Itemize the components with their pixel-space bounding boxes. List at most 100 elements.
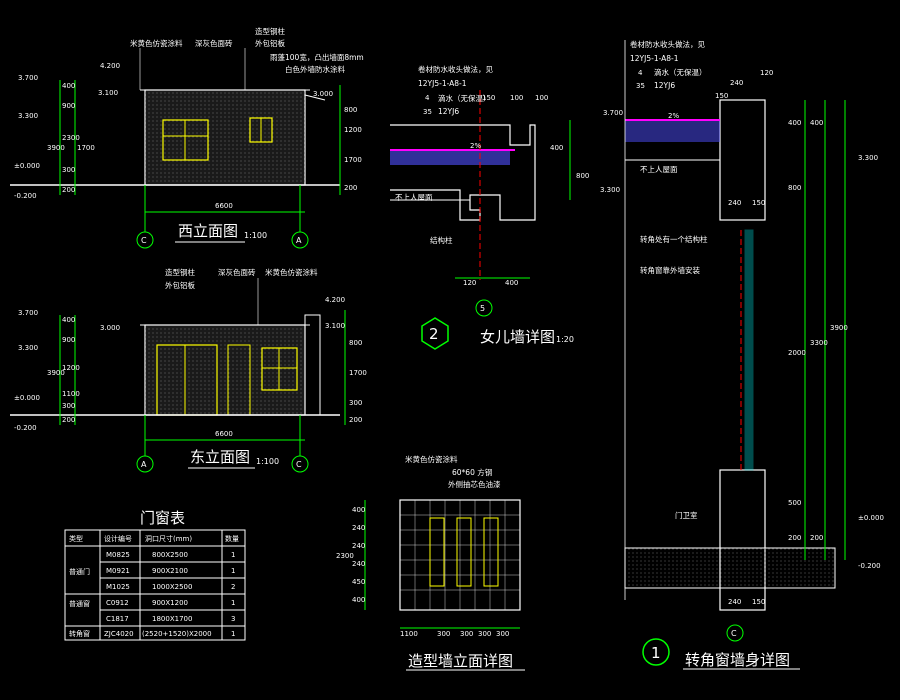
east-level-2: 4.200	[325, 296, 345, 304]
table-header-qty: 数量	[225, 534, 239, 543]
table-cell-r2c1: M1025	[106, 583, 130, 591]
ww-detail-number: 1	[651, 644, 661, 662]
ww-note-column: 转角处有一个结构柱	[640, 234, 708, 244]
east-dim-v6: 200	[62, 416, 75, 424]
west-wall-texture	[145, 90, 305, 185]
feature-title: 造型墙立面详图	[408, 652, 513, 670]
feature-dim-l1: 400	[352, 506, 365, 514]
east-level-7: -0.200	[14, 424, 37, 432]
west-dim-v2: 900	[62, 102, 75, 110]
table-cell-r5c2: (2520+1520)X2000	[142, 630, 212, 638]
west-dim-bottom-text: 6600	[215, 202, 233, 210]
west-note-3: 造型钢柱	[255, 26, 285, 36]
ww-dim-mid-1: 240	[728, 199, 741, 207]
parapet-note-4: 12YJ6	[438, 107, 459, 116]
table-cell-r2c3: 2	[231, 583, 235, 591]
table-cell-r3c1: C0912	[106, 599, 129, 607]
west-axis-label-a: A	[296, 236, 302, 245]
west-note-4: 外包铝板	[255, 38, 285, 48]
ww-dim-v7: 3300	[810, 339, 828, 347]
west-dim-v8: 800	[344, 106, 357, 114]
ww-level-4: -0.200	[858, 562, 881, 570]
parapet-note-1: 卷材防水收头做法，见	[418, 64, 493, 74]
east-note-2: 外包铝板	[165, 280, 195, 290]
east-dim-v9: 1700	[349, 369, 367, 377]
west-dim-v9: 1200	[344, 126, 362, 134]
feature-wall-fin-1	[429, 517, 445, 587]
east-note-1: 造型钢柱	[165, 267, 195, 277]
parapet-section-outline	[390, 124, 536, 221]
ww-note-window: 转角窗靠外墙安装	[640, 265, 700, 275]
west-dim-v11: 200	[344, 184, 357, 192]
west-axis-bubble-c	[136, 231, 154, 249]
east-elevation: A C 6600 3.700 4.200 3.000 3.100 3.300 ±…	[10, 267, 367, 473]
table-cell-r5c0: 转角窗	[69, 629, 90, 638]
feature-note-3: 外侧抽芯色油漆	[448, 479, 501, 489]
feature-dim-total: 2300	[336, 552, 354, 560]
feature-dim-b4: 300	[478, 630, 491, 638]
door-window-table: 门窗表 类型 设计编号 洞口尺寸(mm) 数量 普通门 M0825 800X25…	[64, 509, 246, 641]
parapet-note-roof: 不上人屋面	[395, 193, 433, 202]
table-title: 门窗表	[140, 509, 185, 527]
ww-axis-bubble	[726, 624, 744, 642]
table-cell-r1c3: 1	[231, 567, 235, 575]
feature-wall-detail: 米黄色仿瓷涂料 60*60 方钢 外侧抽芯色油漆 400 240 240 240…	[336, 454, 525, 671]
parapet-title: 女儿墙详图	[480, 328, 555, 346]
ww-dim-mid-2: 150	[752, 199, 765, 207]
parapet-dim-5: 800	[576, 172, 589, 180]
east-dim-v10: 300	[349, 399, 362, 407]
west-canopy	[304, 94, 326, 101]
feature-wall-grid	[400, 500, 520, 610]
parapet-dim-3: 100	[535, 94, 548, 102]
west-level-3: 3.100	[98, 89, 118, 97]
parapet-detail-number: 2	[429, 325, 439, 343]
west-dim-v6: 200	[62, 186, 75, 194]
feature-dim-b3: 300	[460, 630, 473, 638]
east-note-4: 米黄色仿瓷涂料	[265, 267, 318, 277]
table-cell-r0c3: 1	[231, 551, 235, 559]
table-cell-r1c1: M0921	[106, 567, 130, 575]
east-level-5: 3.300	[18, 344, 38, 352]
west-level-5: ±0.000	[14, 162, 40, 170]
table-cell-r3c2: 900X1200	[152, 599, 188, 607]
ww-dim-bottom-1: 240	[728, 598, 741, 606]
table-cell-r5c3: 1	[231, 630, 235, 638]
table-cell-r0c2: 800X2500	[152, 551, 188, 559]
feature-note-1: 米黄色仿瓷涂料	[405, 454, 458, 464]
west-note-5: 雨蓬100宽，凸出墙面8mm	[270, 52, 364, 62]
ww-level-2: 3.300	[858, 154, 878, 162]
table-cell-r4c3: 3	[231, 615, 235, 623]
table-cell-r2c2: 1000X2500	[152, 583, 192, 591]
ww-dim-v6: 400	[810, 119, 823, 127]
west-scale: 1:100	[244, 231, 267, 240]
ww-note-2: 12YJ5-1-A8-1	[630, 54, 679, 63]
ww-dim-v5: 200	[788, 534, 801, 542]
parapet-dim-4: 400	[550, 144, 563, 152]
west-note-2: 深灰色面砖	[195, 38, 233, 48]
east-dim-bottom-text: 6600	[215, 430, 233, 438]
west-level-1: 3.700	[18, 74, 38, 82]
west-level-2: 4.200	[100, 62, 120, 70]
table-cell-r0c1: M0825	[106, 551, 130, 559]
east-dim-v3: 1200	[62, 364, 80, 372]
parapet-slope: 2%	[470, 142, 481, 150]
east-level-1: 3.700	[18, 309, 38, 317]
table-cell-r4c2: 1800X1700	[152, 615, 192, 623]
table-header-type: 类型	[69, 534, 83, 543]
parapet-detail: 卷材防水收头做法，见 12YJ5-1-A8-1 滴水（无保温） 12YJ6 4 …	[390, 64, 620, 350]
feature-dim-l3: 240	[352, 542, 365, 550]
east-dim-v11: 200	[349, 416, 362, 424]
ww-dim-v4: 500	[788, 499, 801, 507]
west-level-4: 3.000	[313, 90, 333, 98]
parapet-dim-6: 120	[463, 279, 476, 287]
west-level-7: 3.300	[18, 112, 38, 120]
ww-dim-v1: 400	[788, 119, 801, 127]
feature-dim-l5: 450	[352, 578, 365, 586]
east-level-6: ±0.000	[14, 394, 40, 402]
feature-wall-fin-2	[456, 517, 472, 587]
east-steel-column	[304, 314, 321, 416]
ww-slope: 2%	[668, 112, 679, 120]
table-cell-r3c0: 普通窗	[69, 599, 90, 608]
parapet-insulation-layer	[390, 150, 510, 165]
